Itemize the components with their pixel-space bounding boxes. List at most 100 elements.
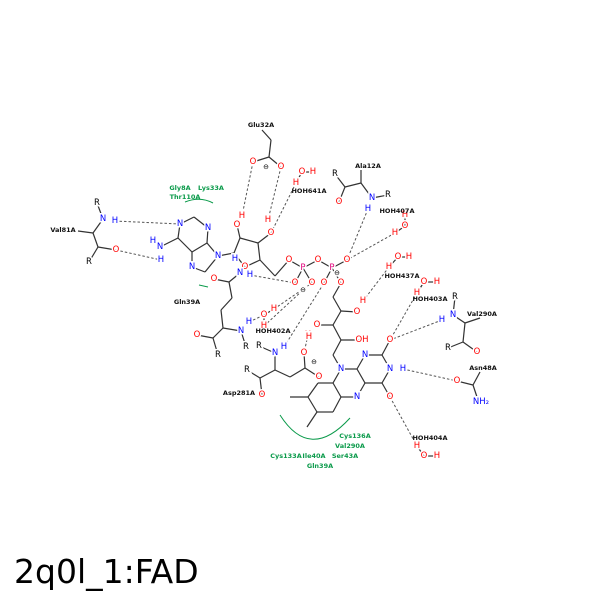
atom-o: O: [242, 262, 249, 272]
bond: [228, 281, 233, 299]
bond: [77, 230, 94, 234]
bond: [332, 382, 342, 398]
bond: [472, 384, 479, 401]
atom-o: O: [309, 278, 316, 288]
bond: [381, 339, 391, 356]
bond: [159, 237, 179, 248]
bond: [244, 259, 261, 268]
bond: [356, 382, 366, 398]
ligand-title: 2q0l_1:FAD: [14, 552, 199, 591]
hydrophobic-label-ser43: Ser43A: [332, 452, 358, 460]
covalent-bonds: [77, 129, 481, 457]
bond: [289, 367, 306, 378]
bond: [206, 242, 219, 257]
bond: [217, 252, 235, 257]
bond: [259, 259, 276, 277]
residue-label-glu32: Glu32A: [248, 121, 274, 129]
bond: [259, 369, 276, 379]
water-label-hoh407: HOH407A: [379, 207, 414, 215]
atom-minus: ⊖: [311, 358, 317, 366]
atom-h: H: [392, 228, 398, 238]
bond: [462, 322, 466, 343]
bond: [334, 173, 346, 188]
hydrogen-bond: [267, 166, 282, 221]
atom-n: N: [450, 310, 456, 320]
atom-h: H: [246, 317, 252, 327]
bond: [456, 380, 474, 386]
bond: [332, 324, 342, 341]
bond: [307, 382, 319, 398]
atom-n: N: [362, 350, 368, 360]
atom-h: H: [112, 216, 118, 226]
residue-label-ala12: Ala12A: [355, 162, 381, 170]
hydrogen-bond: [273, 282, 313, 310]
atom-o: O: [395, 252, 402, 262]
atom-h: H: [310, 167, 316, 177]
bond: [331, 259, 348, 269]
bond: [304, 367, 320, 378]
atom-o: O: [321, 278, 328, 288]
bond: [332, 282, 342, 298]
atom-o: O: [315, 255, 322, 265]
hydrophobic-arc-flavin: [279, 414, 351, 440]
atom-h: H: [281, 342, 287, 352]
bond: [447, 341, 464, 349]
bond: [239, 237, 259, 244]
bond: [303, 352, 306, 369]
bond: [274, 259, 290, 277]
atom-o: O: [259, 390, 266, 400]
residue-labels: Val81A Glu32A Ala12A Gln39A Asp281A Val2…: [50, 121, 497, 470]
bond: [452, 314, 466, 324]
bond: [452, 296, 456, 316]
atom-o: O: [299, 167, 306, 177]
atom-h: H: [265, 215, 271, 225]
bond: [356, 354, 366, 370]
bond: [257, 242, 261, 261]
atom-o: O: [354, 307, 361, 317]
bond: [228, 272, 241, 283]
atom-n: N: [354, 392, 360, 402]
atom-o: O: [421, 451, 428, 461]
atom-h: H: [365, 204, 371, 214]
water-label-hoh403: HOH403A: [412, 295, 447, 303]
atom-h: H: [439, 315, 445, 325]
bond: [220, 297, 233, 311]
atom-o: O: [316, 372, 323, 382]
bond: [88, 246, 99, 263]
atom-o: O: [301, 348, 308, 358]
atom-o: O: [344, 255, 351, 265]
hydrophobic-label-gln39: Gln39A: [307, 462, 333, 470]
hydrogen-bond: [270, 182, 297, 234]
bond: [295, 171, 303, 184]
atom-minus: ⊖: [300, 286, 306, 294]
bond: [92, 218, 104, 234]
bond: [371, 194, 389, 199]
bond: [307, 396, 318, 413]
bond: [212, 337, 219, 356]
atom-h: H: [293, 178, 299, 188]
atom-o: O: [338, 278, 345, 288]
atom-r: R: [215, 350, 221, 360]
hydrogen-bond: [389, 319, 443, 341]
water-label-hoh437: HOH437A: [384, 272, 419, 280]
atom-n: N: [100, 214, 106, 224]
bond: [220, 309, 224, 329]
bond: [268, 156, 282, 168]
atom-o: O: [211, 274, 218, 284]
atom-o: O: [113, 245, 120, 255]
hydrophobic-arc-gln39: [198, 284, 209, 288]
atom-o: O: [387, 335, 394, 345]
hydrogen-bonds: [114, 161, 458, 447]
bond: [288, 259, 304, 269]
atom-n: N: [369, 193, 375, 203]
hydrophobic-label-gly8: Gly8A: [169, 184, 190, 192]
bond: [179, 216, 195, 225]
hydrogen-bond: [346, 232, 396, 261]
bond: [92, 232, 99, 248]
bond: [233, 237, 241, 254]
atom-n: N: [387, 364, 393, 374]
atom-o: O: [474, 347, 481, 357]
bond: [332, 354, 342, 370]
atom-o: O: [421, 277, 428, 287]
atom-n: N: [238, 326, 244, 336]
